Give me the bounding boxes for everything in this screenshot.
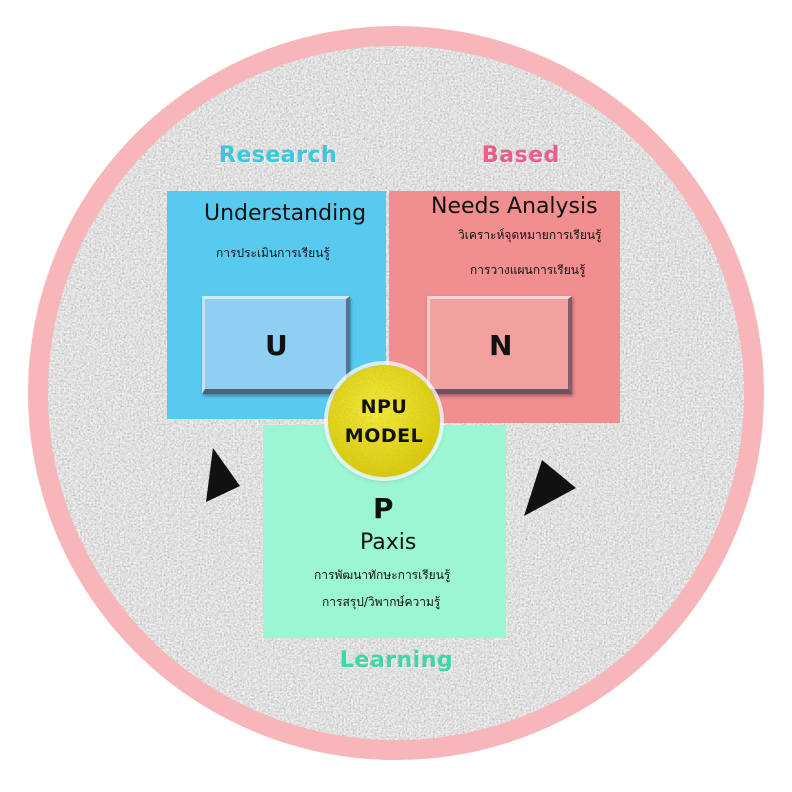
needs-analysis-line-2: การวางแผนการเรียนรู้ bbox=[470, 263, 586, 277]
paxis-title: Paxis bbox=[360, 530, 417, 555]
paxis-line-2: การสรุป/วิพากษ์ความรู้ bbox=[322, 595, 441, 609]
learning-label: Learning bbox=[340, 648, 454, 673]
n-letter: N bbox=[489, 329, 513, 362]
u-button[interactable] bbox=[202, 296, 350, 394]
u-letter: U bbox=[265, 329, 288, 362]
needs-analysis-title: Needs Analysis bbox=[431, 194, 598, 219]
npu-model-badge: NPU MODEL bbox=[328, 365, 440, 477]
badge-model-text: MODEL bbox=[344, 425, 424, 447]
p-letter: P bbox=[373, 492, 394, 525]
understanding-title: Understanding bbox=[204, 201, 367, 226]
badge-texture bbox=[328, 365, 440, 477]
needs-analysis-line-1: วิเคราะห์จุดหมายการเรียนรู้ bbox=[458, 228, 602, 242]
stucco-texture bbox=[48, 46, 744, 740]
research-label: Research bbox=[219, 143, 338, 168]
based-label: Based bbox=[482, 143, 560, 168]
left-triangle-icon bbox=[206, 448, 240, 502]
right-triangle-icon bbox=[524, 460, 576, 516]
n-button[interactable] bbox=[427, 296, 572, 394]
paxis-line-1: การพัฒนาทักษะการเรียนรู้ bbox=[314, 568, 451, 582]
badge-npu-text: NPU bbox=[360, 396, 408, 418]
understanding-line-1: การประเมินการเรียนรู้ bbox=[216, 246, 330, 260]
